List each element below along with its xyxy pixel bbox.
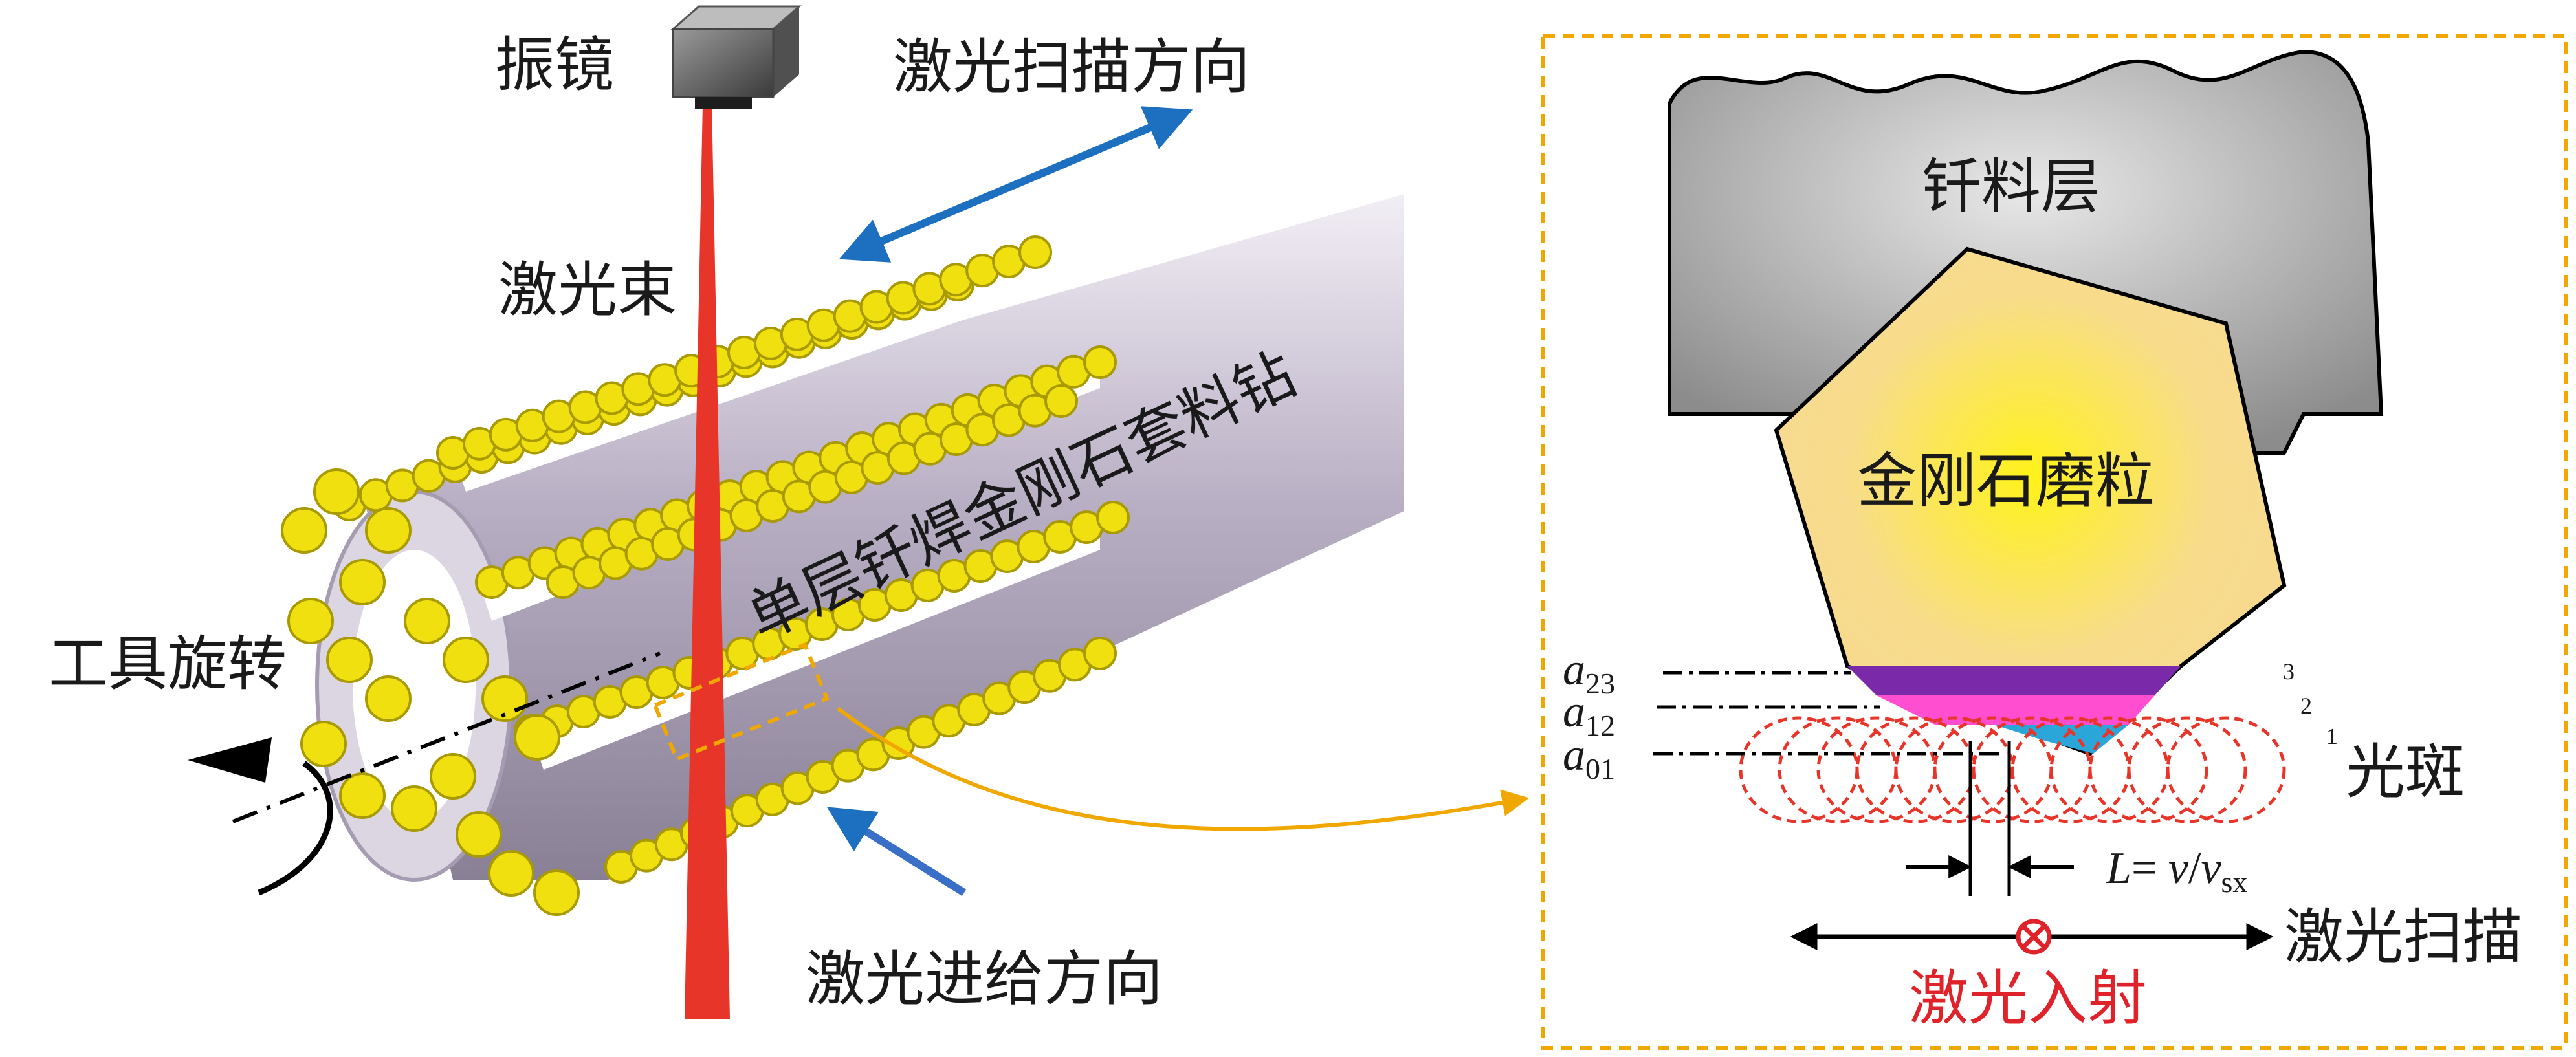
incident-label: 激光入射 — [1909, 964, 2147, 1033]
beam-label: 激光束 — [498, 256, 677, 325]
rotation-arrow — [258, 761, 333, 896]
diamond-grit — [430, 753, 476, 800]
label-a01: a01 — [1563, 730, 1615, 785]
callout-connector — [837, 706, 1530, 831]
drill-slot — [453, 278, 1009, 492]
diamond-grit — [1083, 345, 1117, 379]
diamond-grit — [300, 721, 347, 767]
laser-spot — [1778, 716, 1898, 823]
laser-spot — [1894, 716, 2014, 823]
scan-direction-label: 激光扫描方向 — [893, 32, 1250, 102]
diamond-grit — [1044, 384, 1078, 418]
diamond-grit — [339, 559, 386, 605]
spacing-formula: L= v/vsx — [2106, 844, 2247, 899]
diamond-grit — [404, 598, 450, 644]
diamond-grit — [313, 468, 360, 515]
diamond-grit — [1083, 637, 1117, 670]
layer-mark-3: 3 — [2283, 659, 2295, 684]
ablated-layer-3 — [1847, 666, 2181, 695]
laser-spot — [1816, 716, 1937, 823]
laser-beam — [685, 104, 730, 1019]
diamond-grit — [281, 507, 327, 554]
laser-spot — [1739, 716, 1859, 823]
detail-frame — [1541, 34, 2568, 1050]
spot-label: 光斑 — [2346, 737, 2465, 807]
label-a23: a23 — [1563, 645, 1615, 700]
diamond-grit — [1096, 501, 1130, 534]
laser-spot — [2127, 716, 2247, 823]
diamond-grit — [1018, 235, 1052, 269]
laser-incident-icon — [2016, 919, 2052, 955]
diamond-grit — [287, 598, 334, 644]
diamond-grit — [365, 675, 412, 722]
diamond-grit — [514, 714, 560, 761]
galvo-label: 振镜 — [495, 30, 614, 100]
rotation-arrow-head — [188, 737, 272, 783]
laser-spot — [2166, 716, 2286, 823]
laser-spot-circles — [1739, 716, 2286, 823]
label-a12: a12 — [1563, 687, 1615, 742]
scan-direction-arrow — [839, 106, 1193, 263]
feed-direction-label: 激光进给方向 — [806, 944, 1163, 1014]
laser-spot — [1855, 716, 1976, 823]
diamond-grit — [533, 869, 580, 916]
feed-direction-arrow — [826, 807, 967, 897]
diamond-grit — [326, 637, 373, 683]
diamond-grit-rows — [281, 235, 1130, 916]
diamond-grit — [339, 772, 386, 819]
diamond-grit — [443, 637, 489, 683]
diamond-grit — [488, 850, 534, 897]
rotation-label: 工具旋转 — [49, 629, 287, 699]
diamond-grit — [456, 811, 502, 858]
layer-mark-1: 1 — [2326, 723, 2338, 749]
ablated-layer-2 — [1877, 695, 2155, 725]
laser-spot — [2088, 716, 2208, 823]
scan-label: 激光扫描 — [2284, 902, 2522, 972]
diamond-grit — [365, 507, 412, 554]
diamond-grain-label: 金刚石磨粒 — [1857, 446, 2155, 516]
laser-spot — [1933, 716, 2053, 823]
callout-box — [652, 642, 830, 762]
braze-layer-label: 钎料层 — [1922, 152, 2100, 221]
diamond-grit — [391, 785, 437, 832]
layer-mark-2: 2 — [2300, 693, 2312, 719]
galvo-icon — [670, 5, 802, 109]
